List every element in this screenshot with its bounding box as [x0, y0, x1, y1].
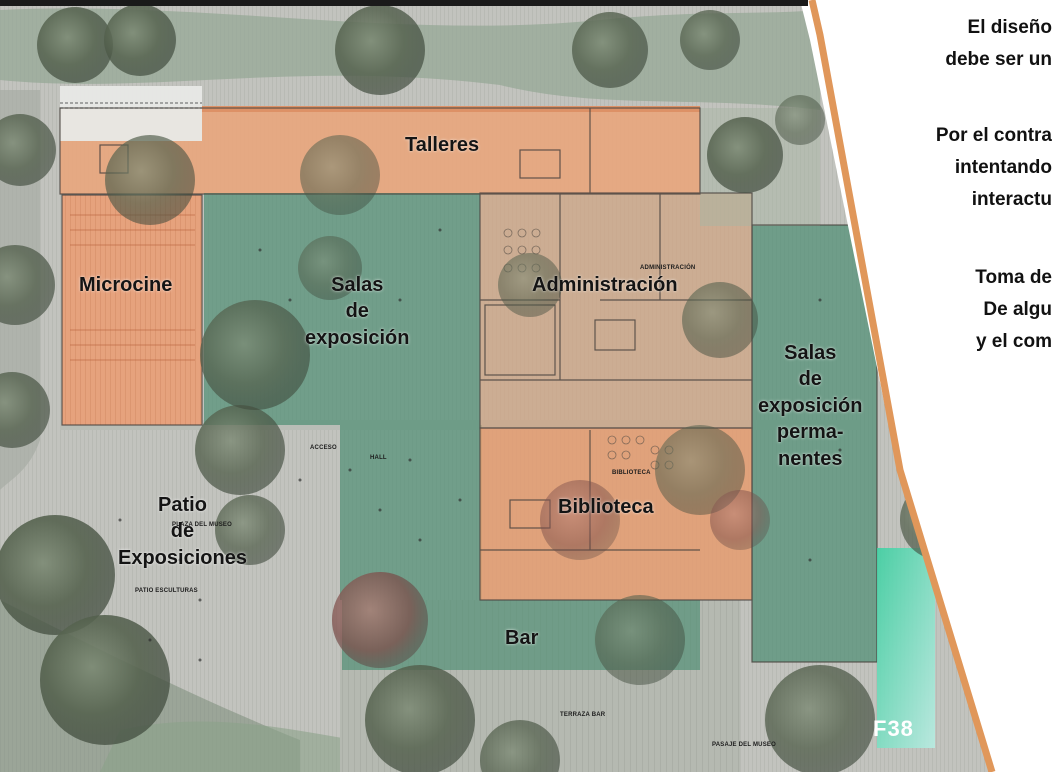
zone-patio-line-1: Patio	[158, 494, 207, 516]
label-plaza-museo: PLAZA DEL MUSEO	[172, 522, 233, 528]
panel-line-8: Toma de	[975, 267, 1052, 288]
label-acceso: ACCESO	[310, 445, 337, 451]
pool	[877, 548, 935, 748]
zone-permanentes-shape	[752, 225, 877, 662]
zone-bar: Bar	[505, 627, 539, 649]
panel-line-1: El diseño	[967, 17, 1052, 38]
figure-code: F38	[873, 716, 914, 741]
zone-permanentes-line-5: nentes	[778, 447, 843, 470]
panel-line-9: De algu	[983, 299, 1052, 320]
zone-patio: Patio de Exposiciones	[118, 492, 247, 571]
label-administracion-small: ADMINISTRACIÓN	[640, 265, 696, 271]
ground-markings	[118, 228, 842, 662]
zone-administracion: Administración	[532, 274, 678, 296]
zone-permanentes-line-2: de	[798, 368, 822, 391]
zone-entrance-shape	[60, 86, 202, 141]
zone-salas-line-2: de	[345, 300, 369, 323]
zone-patio-line-3: Exposiciones	[118, 546, 247, 569]
label-hall: HALL	[370, 455, 387, 461]
label-terraza-bar: TERRAZA BAR	[560, 712, 606, 718]
entrance-lines	[60, 102, 202, 109]
side-panel-border	[808, 0, 996, 772]
zone-hall-shape	[340, 425, 482, 600]
zone-biblioteca: Biblioteca	[558, 496, 654, 518]
zone-talleres-top-shape	[200, 106, 700, 112]
panel-line-2: debe ser un	[945, 49, 1052, 70]
zone-salas-line-1: Salas	[331, 274, 384, 296]
side-panel	[800, 0, 1052, 772]
zone-permanentes-line-4: perma-	[776, 421, 844, 444]
top-bar	[0, 0, 808, 6]
label-patio-esculturas: PATIO ESCULTURAS	[135, 588, 198, 594]
zone-microcine-shape	[62, 195, 202, 425]
zone-salas-permanentes: Salas de exposición perma- nentes	[758, 340, 862, 472]
zone-patio-line-2: de	[170, 520, 195, 543]
zone-talleres: Talleres	[405, 134, 480, 156]
zone-salas-exposicion: Salas de exposición	[305, 272, 409, 351]
panel-line-4: Por el contra	[935, 125, 1052, 146]
zone-salas-line-3: exposición	[305, 326, 410, 349]
panel-line-5: intentando	[954, 157, 1052, 178]
label-biblioteca-small: BIBLIOTECA	[612, 470, 651, 476]
zone-permanentes-line-1: Salas	[784, 342, 837, 364]
label-pasaje-museo: PASAJE DEL MUSEO	[712, 742, 776, 748]
zone-microcine: Microcine	[79, 274, 173, 296]
panel-line-6: interactu	[971, 189, 1052, 210]
zone-permanentes-line-3: exposición	[758, 394, 863, 417]
panel-line-10: y el com	[975, 331, 1052, 352]
